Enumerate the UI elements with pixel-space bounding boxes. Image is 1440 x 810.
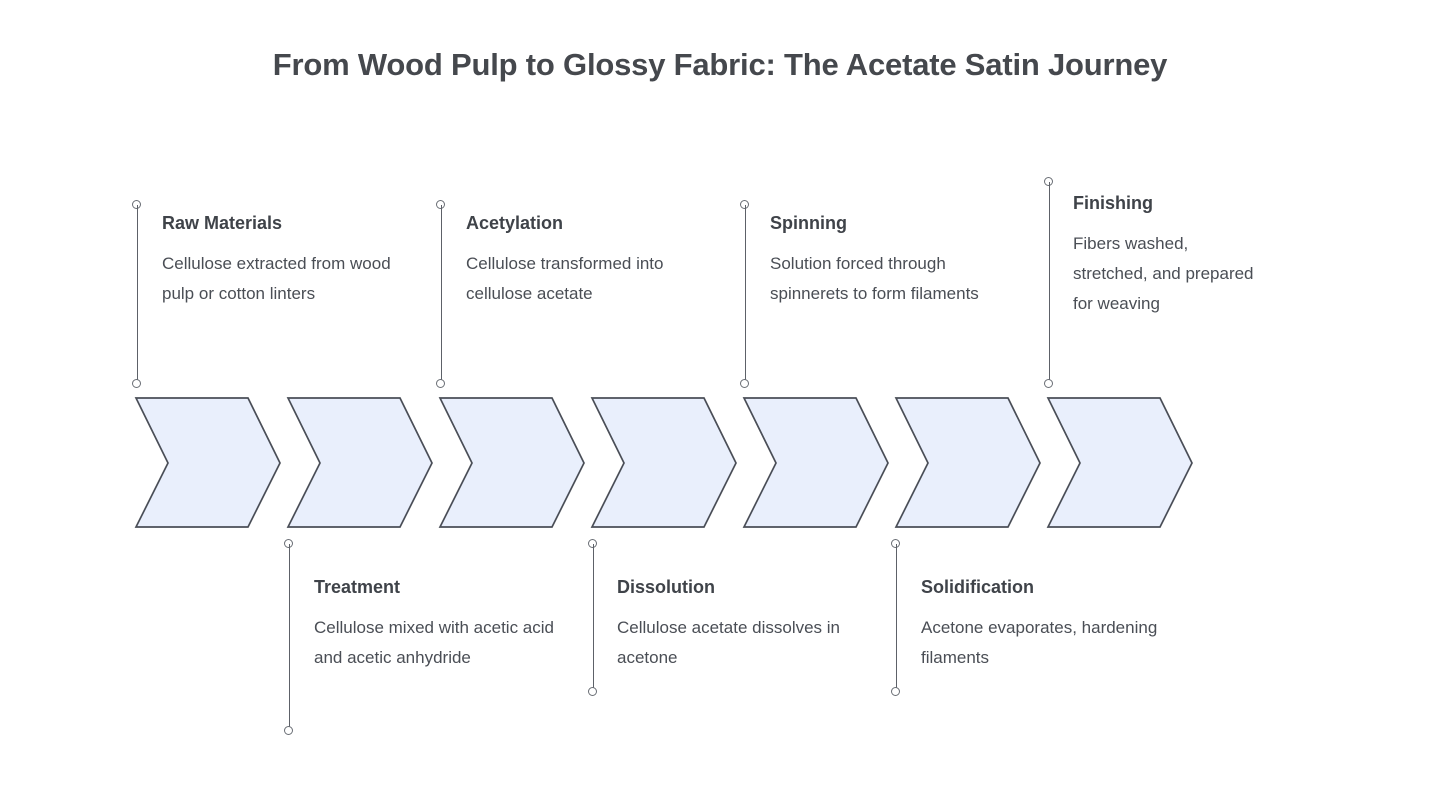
connector-step-3 xyxy=(436,200,447,388)
chevron-step-1[interactable] xyxy=(134,397,281,528)
connector-dot-bottom xyxy=(436,379,445,388)
step-label-treatment[interactable]: Treatment Cellulose mixed with acetic ac… xyxy=(314,576,564,673)
step-label-spinning[interactable]: Spinning Solution forced through spinner… xyxy=(770,212,1002,309)
connector-step-2 xyxy=(284,539,295,735)
connector-dot-top xyxy=(436,200,445,209)
step-label-finishing[interactable]: Finishing Fibers washed, stretched, and … xyxy=(1073,192,1255,320)
chevron-step-6[interactable] xyxy=(894,397,1041,528)
step-title: Dissolution xyxy=(617,577,715,597)
step-label-acetylation[interactable]: Acetylation Cellulose transformed into c… xyxy=(466,212,681,309)
page-title: From Wood Pulp to Glossy Fabric: The Ace… xyxy=(272,47,1168,82)
step-label-dissolution[interactable]: Dissolution Cellulose acetate dissolves … xyxy=(617,576,865,673)
connector-dot-bottom xyxy=(132,379,141,388)
step-description: Cellulose mixed with acetic acid and ace… xyxy=(314,617,554,667)
connector-dot-top xyxy=(740,200,749,209)
connector-dot-top xyxy=(588,539,597,548)
step-description: Solution forced through spinnerets to fo… xyxy=(770,253,979,303)
chevron-step-2[interactable] xyxy=(286,397,433,528)
step-title: Finishing xyxy=(1073,193,1153,213)
connector-line xyxy=(745,205,747,383)
step-title: Treatment xyxy=(314,577,401,597)
step-label-raw-materials[interactable]: Raw Materials Cellulose extracted from w… xyxy=(162,212,417,309)
connector-dot-top xyxy=(1044,177,1053,186)
connector-step-1 xyxy=(132,200,143,388)
connector-dot-top xyxy=(891,539,900,548)
chevron-step-7[interactable] xyxy=(1046,397,1193,528)
step-description: Cellulose extracted from wood pulp or co… xyxy=(162,253,391,303)
connector-dot-bottom xyxy=(588,687,597,696)
connector-line xyxy=(289,544,291,730)
step-description: Fibers washed, stretched, and prepared f… xyxy=(1073,233,1254,314)
chevron-step-4[interactable] xyxy=(590,397,737,528)
step-title: Acetylation xyxy=(466,213,564,233)
connector-line xyxy=(593,544,595,691)
connector-line xyxy=(137,205,139,383)
chevron-step-3[interactable] xyxy=(438,397,585,528)
step-label-solidification[interactable]: Solidification Acetone evaporates, harde… xyxy=(921,576,1161,673)
step-title: Spinning xyxy=(770,213,847,233)
connector-dot-bottom xyxy=(740,379,749,388)
connector-dot-bottom xyxy=(1044,379,1053,388)
connector-line xyxy=(896,544,898,691)
connector-dot-bottom xyxy=(284,726,293,735)
step-title: Solidification xyxy=(921,577,1035,597)
connector-dot-bottom xyxy=(891,687,900,696)
connector-dot-top xyxy=(284,539,293,548)
step-description: Cellulose transformed into cellulose ace… xyxy=(466,253,664,303)
chevron-step-5[interactable] xyxy=(742,397,889,528)
connector-line xyxy=(1049,182,1051,383)
connector-step-6 xyxy=(891,539,902,696)
connector-line xyxy=(441,205,443,383)
step-description: Cellulose acetate dissolves in acetone xyxy=(617,617,841,667)
connector-step-4 xyxy=(588,539,599,696)
step-description: Acetone evaporates, hardening filaments xyxy=(921,617,1158,667)
connector-step-7 xyxy=(1044,177,1055,388)
step-title: Raw Materials xyxy=(162,213,283,233)
connector-step-5 xyxy=(740,200,751,388)
connector-dot-top xyxy=(132,200,141,209)
